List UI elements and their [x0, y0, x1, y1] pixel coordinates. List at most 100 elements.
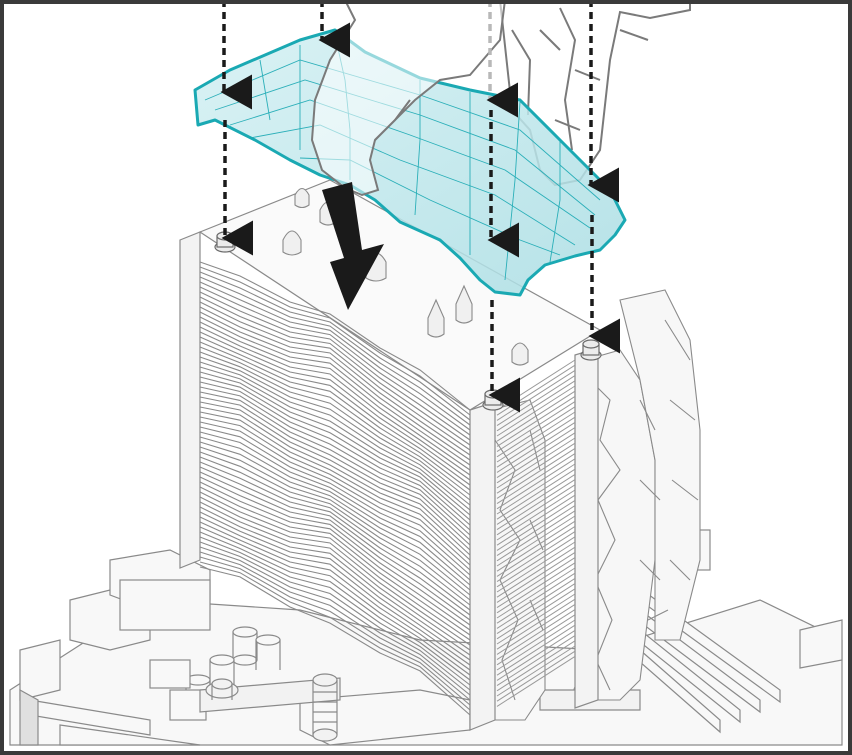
- fin-line: [199, 406, 471, 556]
- cover-mesh-line: [249, 124, 576, 246]
- fin-line: [199, 361, 471, 511]
- side-fin-line: [496, 432, 576, 484]
- cover-mesh-line: [259, 59, 271, 121]
- fin-line: [199, 436, 471, 586]
- fin-line: [199, 516, 471, 666]
- fin-line: [199, 451, 471, 601]
- heatpipe-caps: [282, 187, 529, 366]
- side-fin-line: [496, 562, 576, 614]
- fin-line: [199, 331, 471, 481]
- fin-line: [199, 476, 471, 626]
- fin-line: [199, 286, 471, 436]
- fin-line: [199, 466, 471, 616]
- fin-line: [199, 551, 471, 701]
- side-fin-line: [496, 473, 576, 525]
- motherboard: [9, 529, 843, 746]
- side-fin-line: [496, 567, 576, 619]
- fin-line: [199, 431, 471, 581]
- side-fin-line: [496, 572, 576, 624]
- side-fin-line: [496, 499, 576, 551]
- fin-line: [199, 296, 471, 446]
- side-fin-line: [496, 614, 576, 666]
- side-fin-line: [496, 390, 576, 442]
- fin-line: [199, 416, 471, 566]
- side-fin-line: [496, 629, 576, 681]
- fin-line: [199, 321, 471, 471]
- fin-line: [199, 496, 471, 646]
- cover-mesh-line: [229, 99, 591, 229]
- fin-line: [199, 421, 471, 571]
- fin-line: [199, 381, 471, 531]
- side-fin-line: [496, 416, 576, 468]
- side-fin-line: [496, 437, 576, 489]
- heatsink-front-plate: [469, 401, 496, 731]
- fin-line: [199, 281, 471, 431]
- fin-line: [199, 351, 471, 501]
- fin-line: [199, 371, 471, 521]
- heatsink-side-fins: [496, 359, 576, 707]
- side-fin-line: [496, 619, 576, 671]
- fin-line: [199, 346, 471, 496]
- fin-line: [199, 536, 471, 686]
- fin-line: [199, 386, 471, 536]
- side-fin-line: [496, 655, 576, 707]
- fin-line: [199, 441, 471, 591]
- fin-line: [199, 366, 471, 516]
- side-fin-line: [496, 583, 576, 635]
- fin-line: [199, 481, 471, 631]
- side-fin-line: [496, 468, 576, 520]
- fin-line: [199, 356, 471, 506]
- side-fin-line: [496, 598, 576, 650]
- fin-line: [199, 521, 471, 671]
- side-fin-line: [496, 463, 576, 515]
- side-fin-line: [496, 447, 576, 499]
- side-fin-line: [496, 520, 576, 572]
- hand-finger: [310, 0, 506, 197]
- fin-line: [199, 506, 471, 656]
- fin-line: [199, 291, 471, 441]
- fin-line: [199, 411, 471, 561]
- fin-line: [199, 561, 471, 711]
- side-fin-line: [496, 536, 576, 588]
- side-fin-line: [496, 551, 576, 603]
- fin-line: [199, 316, 471, 466]
- fin-line: [199, 376, 471, 526]
- side-fin-line: [496, 525, 576, 577]
- side-fin-line: [496, 624, 576, 676]
- side-fin-line: [496, 442, 576, 494]
- side-fin-line: [496, 541, 576, 593]
- fin-line: [199, 341, 471, 491]
- heatsink-left-plate: [179, 231, 201, 569]
- side-fin-line: [496, 479, 576, 531]
- fin-line: [199, 426, 471, 576]
- side-fin-line: [496, 489, 576, 541]
- side-fin-line: [496, 640, 576, 692]
- guide-arrows: [220, 0, 620, 413]
- cover-mesh-line: [549, 140, 561, 263]
- fin-line: [199, 541, 471, 691]
- fin-line: [199, 486, 471, 636]
- side-fin-line: [496, 593, 576, 645]
- fin-line: [199, 526, 471, 676]
- side-fin-line: [496, 453, 576, 505]
- side-fin-line: [496, 505, 576, 557]
- fin-line: [199, 391, 471, 541]
- side-fin-line: [496, 421, 576, 473]
- side-fin-line: [496, 645, 576, 697]
- side-fin-line: [496, 395, 576, 447]
- fin-line: [199, 471, 471, 621]
- fin-line: [199, 546, 471, 696]
- fin-line: [199, 511, 471, 661]
- side-fin-line: [496, 577, 576, 629]
- fin-line: [199, 531, 471, 681]
- fin-line: [199, 336, 471, 486]
- fin-line: [199, 301, 471, 451]
- fin-line: [199, 271, 471, 421]
- side-fin-line: [496, 546, 576, 598]
- side-fin-line: [496, 515, 576, 567]
- fin-line: [199, 311, 471, 461]
- rear-fan: [584, 289, 701, 701]
